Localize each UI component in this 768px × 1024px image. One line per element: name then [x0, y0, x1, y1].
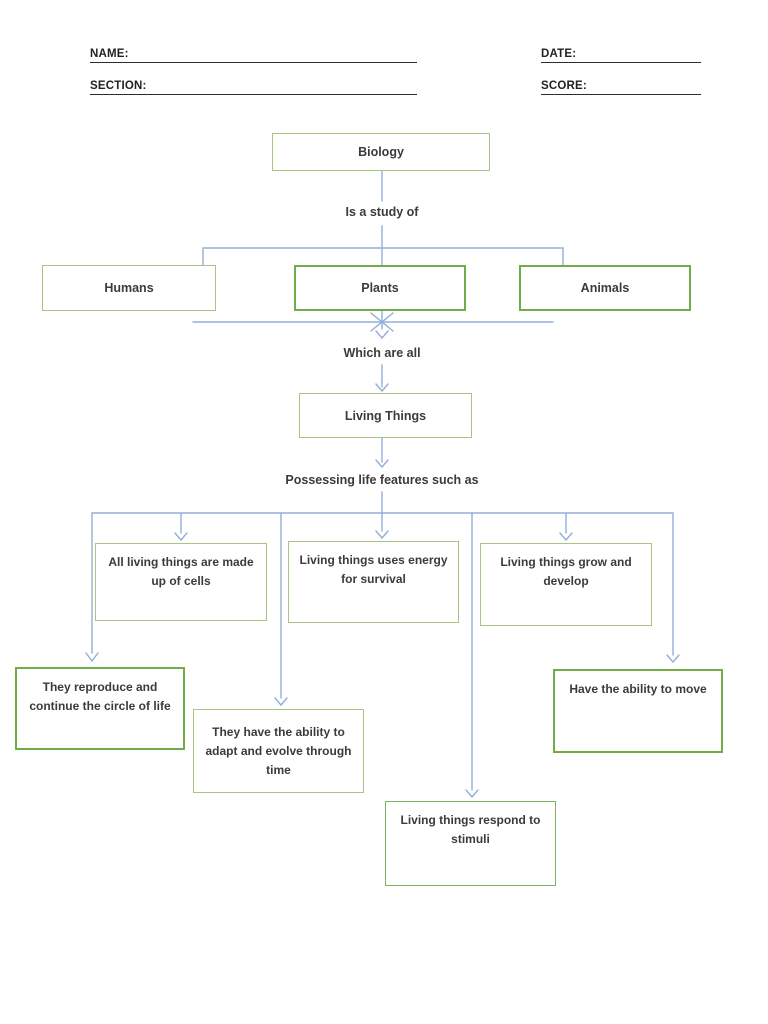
edge-living-to-possessing: [375, 437, 389, 469]
node-biology: Biology: [272, 133, 490, 171]
name-label: NAME:: [90, 48, 129, 60]
node-animals: Animals: [519, 265, 691, 311]
node-respond: Living things respond to stimuli: [385, 801, 556, 886]
section-label: SECTION:: [90, 80, 147, 92]
edge-drop-respond: [465, 512, 479, 799]
score-field: SCORE:: [541, 75, 701, 95]
edge-drop-adapt: [274, 512, 288, 707]
node-living-things: Living Things: [299, 393, 472, 438]
node-plants: Plants: [294, 265, 466, 311]
score-label: SCORE:: [541, 80, 587, 92]
node-move: Have the ability to move: [553, 669, 723, 753]
edge-label-possessing: Possessing life features such as: [280, 473, 484, 487]
name-field: NAME:: [90, 43, 417, 63]
date-field: DATE:: [541, 43, 701, 63]
edge-level1-branch-bar: [202, 247, 564, 266]
node-cells: All living things are made up of cells: [95, 543, 267, 621]
edge-label-is-a-study-of: Is a study of: [340, 205, 424, 219]
edge-feature-branch-bar: [91, 491, 674, 540]
edge-converge-asterisk: [192, 310, 554, 340]
edge-to-living-things: [375, 364, 389, 393]
node-adapt: They have the ability to adapt and evolv…: [193, 709, 364, 793]
date-label: DATE:: [541, 48, 577, 60]
node-humans: Humans: [42, 265, 216, 311]
node-energy: Living things uses energy for survival: [288, 541, 459, 623]
node-reproduce: They reproduce and continue the circle o…: [15, 667, 185, 750]
edge-drop-cells: [174, 512, 188, 542]
node-grow: Living things grow and develop: [480, 543, 652, 626]
edge-label-which-are-all: Which are all: [338, 346, 426, 360]
edge-drop-grow: [559, 512, 573, 542]
section-field: SECTION:: [90, 75, 417, 95]
edge-drop-move: [666, 512, 680, 664]
